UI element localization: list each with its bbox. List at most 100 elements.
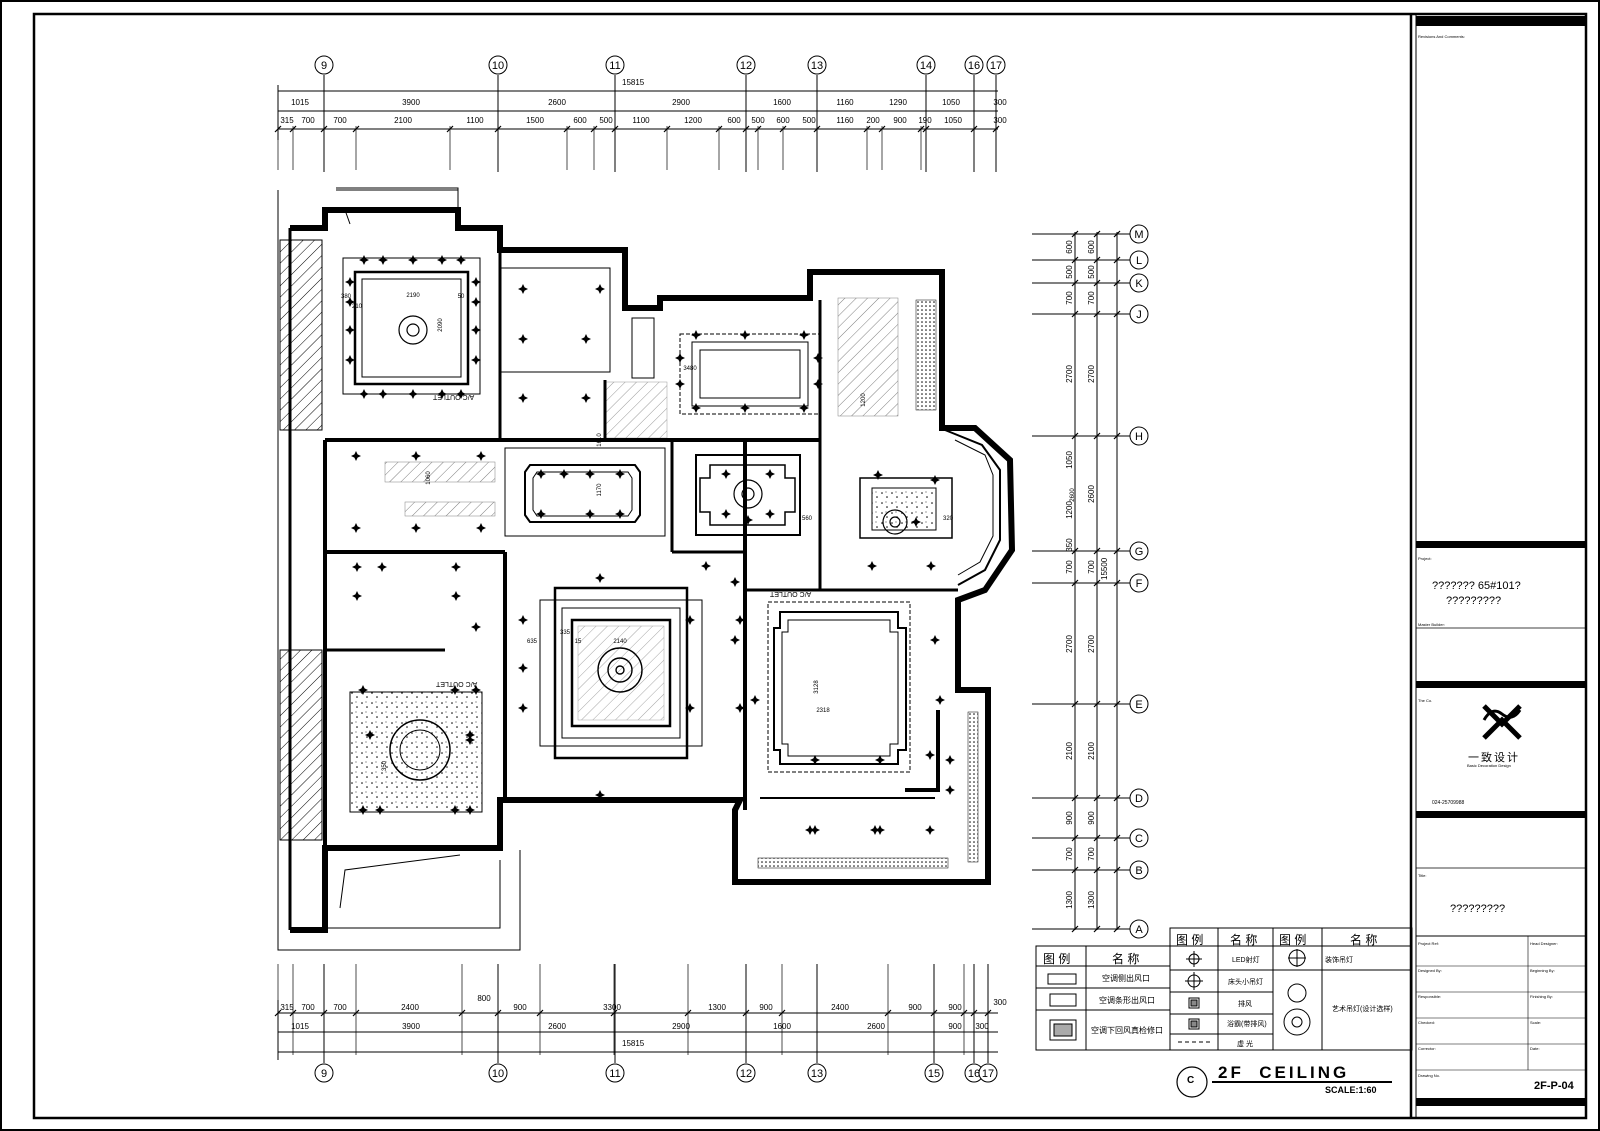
legend-mid-item: 排风: [1238, 1001, 1252, 1008]
room-dimension-value: 3128: [814, 680, 820, 694]
led-spotlight-icon: [476, 451, 486, 461]
right-dimension-value: 1300: [1087, 891, 1096, 909]
grid-label: H: [1135, 431, 1143, 443]
room-dimension-value: 2090: [438, 318, 444, 332]
grid-bubble: [964, 55, 984, 75]
bottom-dimension-value: 2400: [401, 1003, 419, 1012]
grid-bubble: [1129, 224, 1149, 244]
drawing-title-circle-letter: C: [1187, 1075, 1195, 1086]
led-spotlight-icon: [735, 703, 745, 713]
chandelier-icon: [882, 509, 908, 535]
company-label: The Co.: [1418, 698, 1433, 703]
beginning-by-label: Beginning By:: [1530, 968, 1555, 973]
grid-bubble: [807, 55, 827, 75]
top-dimension-value: 2600: [548, 98, 566, 107]
grid-bubble: [605, 1063, 625, 1083]
led-spotlight-icon: [518, 334, 528, 344]
bottom-dimension-value: 2600: [548, 1022, 566, 1031]
grid-label: G: [1135, 546, 1144, 558]
grid-label: 12: [740, 60, 752, 72]
top-dimension-value: 2100: [394, 116, 412, 125]
drawing-title: 2F CEILING: [1218, 1063, 1350, 1082]
room-dimension-value: 1610: [597, 433, 603, 447]
grid-bubble: [314, 55, 334, 75]
led-spotlight-icon: [450, 685, 460, 695]
led-spotlight-icon: [581, 334, 591, 344]
room-dimension-value: 2190: [406, 293, 420, 299]
bottom-dimension-value: 900: [948, 1003, 962, 1012]
top-dimension-value: 1100: [466, 116, 484, 125]
led-spotlight-icon: [926, 561, 936, 571]
bottom-dimension-lines: [277, 1000, 998, 1060]
grid-bubble: [978, 1063, 998, 1083]
bottom-dimension-value: 800: [477, 994, 491, 1003]
led-spotlights: [345, 255, 955, 835]
right-dimension-value: 700: [1065, 847, 1074, 861]
led-spotlight-icon: [471, 297, 481, 307]
led-spotlight-icon: [408, 255, 418, 265]
led-spotlight-icon: [721, 469, 731, 479]
right-dimension-value: 2100: [1087, 742, 1096, 760]
grid-bubble: [1129, 304, 1149, 324]
bottom-total-dimension: 15815: [622, 1039, 645, 1048]
bottom-dimension-value: 2900: [672, 1022, 690, 1031]
grid-label: A: [1135, 924, 1143, 936]
project-label: Project:: [1418, 556, 1432, 561]
led-spotlight-icon: [437, 255, 447, 265]
led-spotlight-icon: [813, 353, 823, 363]
led-spotlight-icon: [675, 353, 685, 363]
bottom-dimension-value: 900: [513, 1003, 527, 1012]
legend-left-item: 空调侧出风口: [1102, 974, 1150, 983]
led-spotlight-icon: [740, 403, 750, 413]
grid-bubble: [1129, 541, 1149, 561]
grid-label: 15: [928, 1068, 940, 1080]
right-dimension-value: 500: [1087, 265, 1096, 279]
top-dimension-value: 200: [866, 116, 880, 125]
room-dimension-value: 2600: [1070, 488, 1076, 502]
drawing-number: 2F-P-04: [1534, 1080, 1574, 1092]
top-dimension-value: 500: [599, 116, 613, 125]
led-spotlight-icon: [750, 695, 760, 705]
led-spotlight-icon: [358, 685, 368, 695]
bottom-dimension-value: 315: [280, 1003, 294, 1012]
room-dimension-value: 560: [802, 516, 813, 522]
right-dimension-value: 700: [1087, 291, 1096, 305]
right-dimension-value: 500: [1065, 265, 1074, 279]
led-spotlight-icon: [721, 509, 731, 519]
grid-label: M: [1134, 229, 1143, 241]
led-spotlight-icon: [615, 509, 625, 519]
led-spotlight-icon: [378, 389, 388, 399]
grid-bubble: [1129, 919, 1149, 939]
grid-label: 10: [492, 1068, 504, 1080]
room-dimension-value: 320: [943, 516, 954, 522]
right-dimension-value: 2700: [1065, 635, 1074, 653]
title-block: [1409, 14, 1586, 1118]
led-spotlight-icon: [873, 470, 883, 480]
room-dimension-value: 635: [527, 639, 538, 645]
led-spotlight-icon: [813, 379, 823, 389]
led-spotlight-icon: [701, 561, 711, 571]
led-spotlight-icon: [518, 703, 528, 713]
sheet-title: ?????????: [1450, 903, 1506, 915]
bottom-dimension-value: 2600: [867, 1022, 885, 1031]
bottom-dimension-value: 900: [908, 1003, 922, 1012]
project-ref-label: Project Ref:: [1418, 941, 1439, 946]
legend-header-name: 名 称: [1230, 933, 1258, 947]
right-dimension-value: 600: [1087, 240, 1096, 254]
checked-label: Checked:: [1418, 1020, 1435, 1025]
room-dimension-value: 50: [458, 294, 465, 300]
legend-header-symbol: 图 例: [1043, 952, 1071, 966]
grid-bubble: [488, 55, 508, 75]
right-dimension-value: 900: [1087, 811, 1096, 825]
led-spotlight-icon: [935, 695, 945, 705]
led-spotlight-icon: [805, 825, 815, 835]
top-dimension-value: 315: [280, 116, 294, 125]
bottom-dimension-value: 1015: [291, 1022, 309, 1031]
top-total-dimension: 15815: [622, 78, 645, 87]
right-dimension-value: 600: [1065, 240, 1074, 254]
legend-mid-item: LED射灯: [1232, 957, 1260, 964]
bottom-dimension-value: 2400: [831, 1003, 849, 1012]
